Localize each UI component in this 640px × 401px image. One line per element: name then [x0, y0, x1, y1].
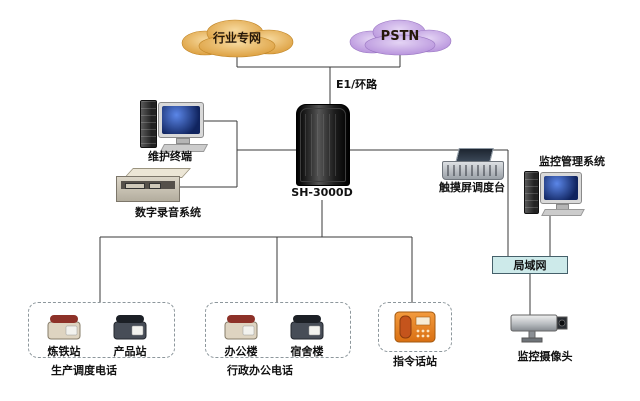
monitoring-system-icon: [524, 169, 588, 216]
admin-phones-group-box: 办公楼 宿舍楼: [205, 302, 351, 358]
pc-tower: [524, 171, 539, 214]
recorder-drive-bay: [121, 181, 175, 189]
pc-tower: [140, 100, 157, 148]
industry-network-cloud: 行业专网: [177, 14, 297, 60]
console-body: [442, 161, 504, 180]
pc-monitor: [540, 172, 582, 204]
console-keys: [447, 165, 499, 176]
cabinet-door-frame: [300, 108, 346, 182]
telephone-icon: [47, 315, 81, 340]
telephone-icon: [290, 315, 324, 340]
station-label: 办公楼: [224, 345, 258, 358]
camera-label: 监控摄像头: [517, 350, 573, 363]
production-phones-group-box: 炼铁站 产品站: [28, 302, 175, 358]
pstn-cloud-label: PSTN: [380, 28, 420, 44]
recording-system-icon: [116, 168, 192, 206]
maintenance-terminal-label: 维护终端: [148, 150, 192, 163]
production-group-label: 生产调度电话: [51, 364, 117, 377]
maintenance-terminal-icon: [140, 98, 210, 152]
touch-console-label: 触摸屏调度台: [439, 181, 505, 194]
recorder-slot: [149, 183, 161, 189]
sh3000d-label: SH-3000D: [280, 186, 364, 200]
pc-monitor-stand: [176, 138, 190, 144]
command-station-group-box: [378, 302, 452, 352]
telephone-icon: [113, 315, 147, 340]
cabinet-vents: [305, 114, 341, 176]
station-label: 产品站: [113, 345, 147, 358]
pc-keyboard: [541, 209, 585, 216]
pc-screen: [162, 106, 200, 134]
recorder-front: [116, 176, 180, 202]
station-label: 宿舍楼: [290, 345, 324, 358]
monitoring-system-label: 监控管理系统: [539, 155, 605, 168]
industry-cloud-shape-icon: [181, 19, 294, 58]
pc-monitor: [158, 102, 204, 138]
station-label: 炼铁站: [47, 345, 81, 358]
surveillance-camera-icon: [510, 314, 568, 343]
touch-console-icon: [442, 148, 504, 180]
pc-screen: [544, 176, 578, 200]
industry-cloud-label: 行业专网: [212, 30, 261, 45]
pstn-cloud: PSTN: [345, 14, 455, 58]
command-group-label: 指令话站: [393, 355, 437, 368]
command-phone-icon: [394, 311, 436, 343]
telephone-icon: [224, 315, 258, 340]
recorder-slot: [125, 183, 145, 189]
pstn-cloud-shape-icon: [349, 19, 452, 56]
recording-system-label: 数字录音系统: [135, 206, 201, 219]
sh3000d-cabinet-icon: [296, 104, 350, 186]
lan-box: 局域网: [492, 256, 568, 274]
admin-group-label: 行政办公电话: [227, 364, 293, 377]
e1-link-label: E1/环路: [336, 78, 378, 91]
